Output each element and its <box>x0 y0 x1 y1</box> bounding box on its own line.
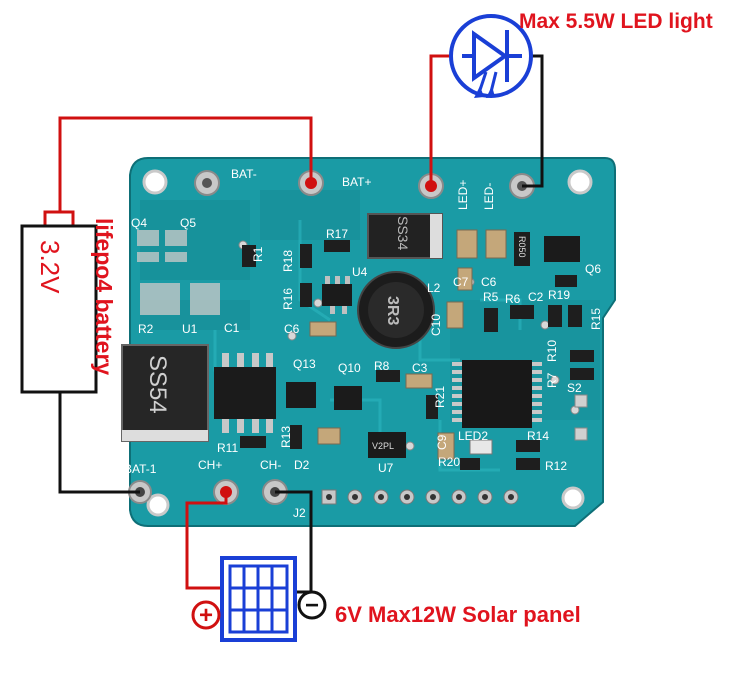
label-led2: LED2 <box>458 429 488 443</box>
wire-solar-positive <box>185 492 228 590</box>
label-q6: Q6 <box>585 262 601 276</box>
pin-label-ch-minus: CH- <box>260 458 281 472</box>
battery-type-label: lifepo4 battery <box>91 218 117 375</box>
marking-r050: R050 <box>517 236 527 258</box>
solar-panel-symbol <box>220 556 297 642</box>
wire-battery-negative <box>58 392 140 494</box>
label-r20: R20 <box>438 455 460 469</box>
pin-label-ch-plus: CH+ <box>198 458 222 472</box>
pin-label-bat-1: BAT-1 <box>124 462 157 476</box>
label-c10: C10 <box>429 314 443 336</box>
label-r17: R17 <box>326 227 348 241</box>
wire-battery-positive <box>58 116 313 212</box>
pin-label-j2: J2 <box>293 506 306 520</box>
pin-label-led-minus: LED- <box>482 183 496 210</box>
label-u4: U4 <box>352 265 368 279</box>
marking-ss54: SS54 <box>144 355 171 414</box>
solar-panel-title: 6V Max12W Solar panel <box>335 602 581 627</box>
header-pins <box>321 489 519 505</box>
label-c1: C1 <box>224 321 240 335</box>
label-r7: R7 <box>545 372 559 388</box>
marking-ss34: SS34 <box>395 216 411 250</box>
pcb-board: BAT- BAT+ LED+ LED- BAT-1 CH+ CH- D2 J2 … <box>121 157 616 527</box>
label-s2: S2 <box>567 381 582 395</box>
pin-label-bat-minus: BAT- <box>231 167 257 181</box>
plus-symbol: + <box>199 602 213 629</box>
label-q5: Q5 <box>180 216 196 230</box>
diode-ss34 <box>367 213 443 259</box>
label-l2: L2 <box>427 281 441 295</box>
label-r14: R14 <box>527 429 549 443</box>
label-r6: R6 <box>505 292 521 306</box>
pin-label-d2: D2 <box>294 458 310 472</box>
label-r19: R19 <box>548 288 570 302</box>
label-q10: Q10 <box>338 361 361 375</box>
label-r5: R5 <box>483 290 499 304</box>
pin-label-bat-plus: BAT+ <box>342 175 371 189</box>
label-r12: R12 <box>545 459 567 473</box>
label-q13: Q13 <box>293 357 316 371</box>
label-r10: R10 <box>545 340 559 362</box>
pin-label-led-plus: LED+ <box>456 180 470 210</box>
main-ic <box>462 360 532 428</box>
led-symbol <box>449 14 533 98</box>
label-r11: R11 <box>217 441 238 455</box>
wire-solar-negative <box>275 490 313 594</box>
label-c6b: C6 <box>481 275 497 289</box>
label-r8: R8 <box>374 359 390 373</box>
label-r16: R16 <box>281 288 295 310</box>
marking-3r3: 3R3 <box>384 296 401 325</box>
label-r15: R15 <box>589 308 603 330</box>
label-c7: C7 <box>453 275 469 289</box>
label-r21: R21 <box>433 386 447 408</box>
marking-v2pl: V2PL <box>372 441 394 451</box>
label-u1: U1 <box>182 322 198 336</box>
solar-positive-terminal: + <box>191 600 221 630</box>
soic8-chip <box>214 367 276 419</box>
solar-negative-terminal: − <box>297 590 327 620</box>
battery-voltage-label: 3.2V <box>35 240 65 294</box>
label-r2: R2 <box>138 322 154 336</box>
battery-body <box>20 224 98 394</box>
led-light-title: Max 5.5W LED light <box>519 10 713 33</box>
label-c2: C2 <box>528 290 544 304</box>
label-r18: R18 <box>281 250 295 272</box>
label-c9: C9 <box>435 434 449 450</box>
label-q4: Q4 <box>131 216 147 230</box>
label-u7: U7 <box>378 461 394 475</box>
label-r1: R1 <box>251 246 265 262</box>
label-c3: C3 <box>412 361 428 375</box>
diode-ss54 <box>121 344 209 442</box>
minus-symbol: − <box>305 592 319 619</box>
battery-symbol: 3.2V lifepo4 battery <box>20 210 117 394</box>
label-c6: C6 <box>284 322 300 336</box>
label-r13: R13 <box>279 426 293 448</box>
